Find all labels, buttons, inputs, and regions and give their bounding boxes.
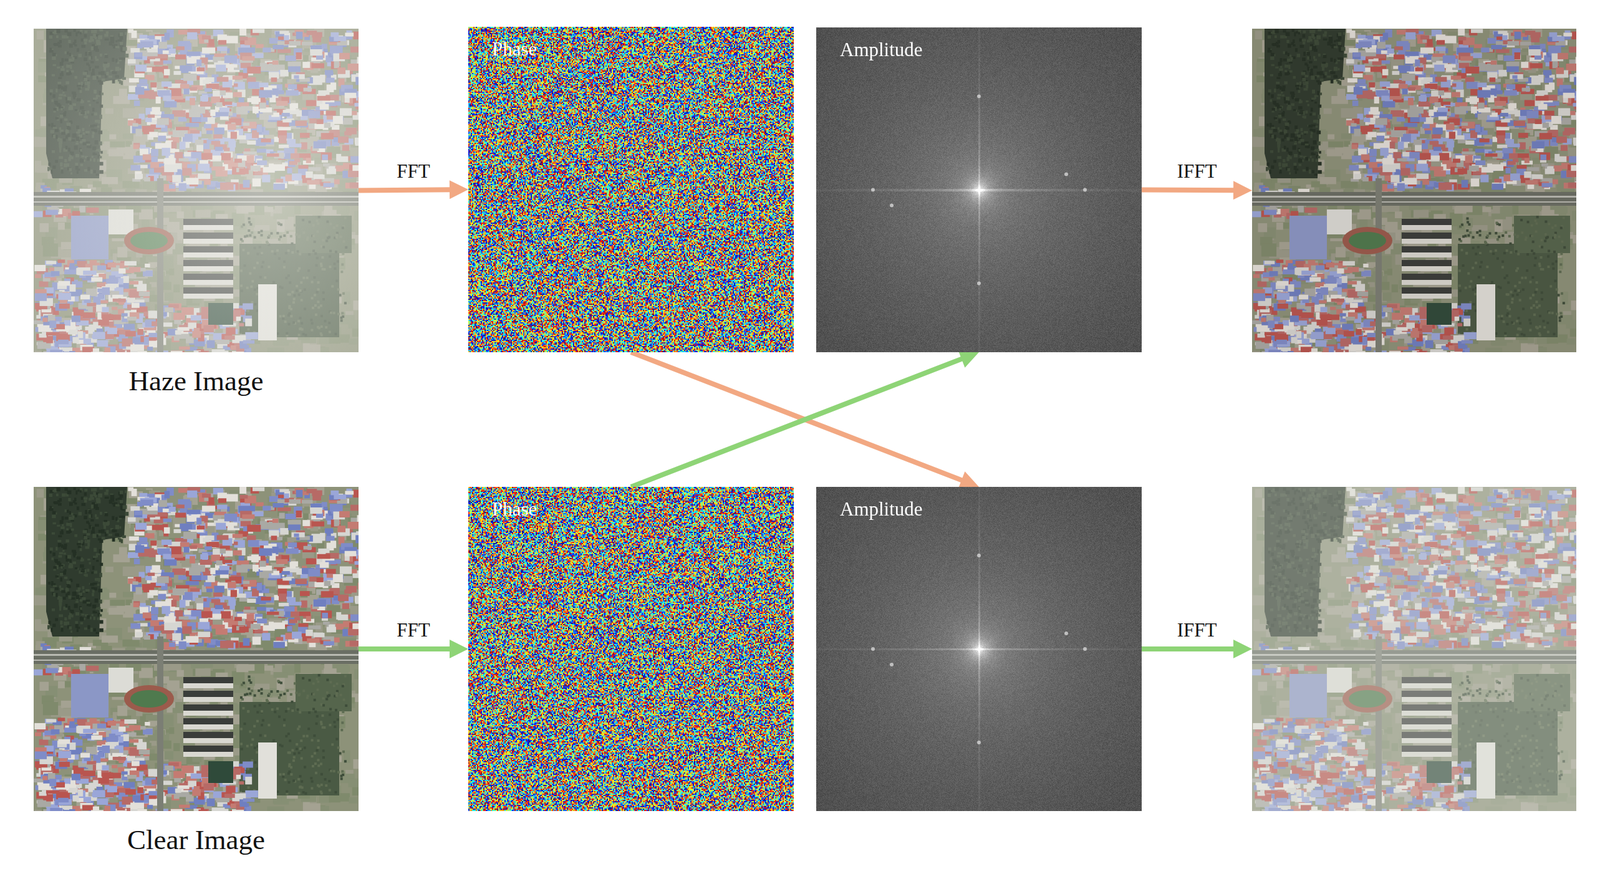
flow-arrow <box>358 189 453 191</box>
flow-arrow <box>1141 187 1236 194</box>
flow-arrow <box>631 357 964 487</box>
amplitude-panel: Amplitude <box>816 27 1142 353</box>
satellite-image <box>1252 486 1577 812</box>
arrow-head <box>958 471 979 489</box>
arrow-head <box>1233 639 1253 659</box>
amplitude-spectrum <box>816 486 1142 812</box>
phase-map <box>468 486 794 812</box>
output-image <box>1252 28 1577 353</box>
arrow-head <box>1233 180 1253 200</box>
amplitude-spectrum <box>816 27 1142 353</box>
amplitude-panel: Amplitude <box>816 486 1142 812</box>
flow-arrow <box>1141 646 1236 652</box>
phase-map <box>468 26 794 353</box>
panel-title: Phase <box>491 38 537 61</box>
satellite-image <box>1252 28 1577 353</box>
edge-label: IFFT <box>1175 160 1220 183</box>
satellite-image <box>33 486 359 812</box>
flow-arrow <box>358 646 453 652</box>
clear-image: Clear Image <box>33 486 359 812</box>
panel-title: Phase <box>491 498 537 521</box>
arrow-head <box>449 639 469 659</box>
flow-arrow <box>631 352 964 482</box>
edge-label: FFT <box>394 619 432 642</box>
arrow-head <box>449 180 469 199</box>
panel-title: Amplitude <box>839 498 923 521</box>
edge-label: IFFT <box>1175 619 1220 642</box>
panel-title: Amplitude <box>839 38 923 62</box>
satellite-image <box>33 28 359 353</box>
haze-image: Haze Image <box>33 28 359 353</box>
edge-label: FFT <box>394 160 432 183</box>
arrow-head <box>958 350 979 368</box>
phase-panel: Phase <box>468 486 794 812</box>
output-image <box>1252 486 1577 812</box>
phase-panel: Phase <box>468 26 794 353</box>
image-caption: Clear Image <box>127 823 266 857</box>
image-caption: Haze Image <box>128 364 264 398</box>
